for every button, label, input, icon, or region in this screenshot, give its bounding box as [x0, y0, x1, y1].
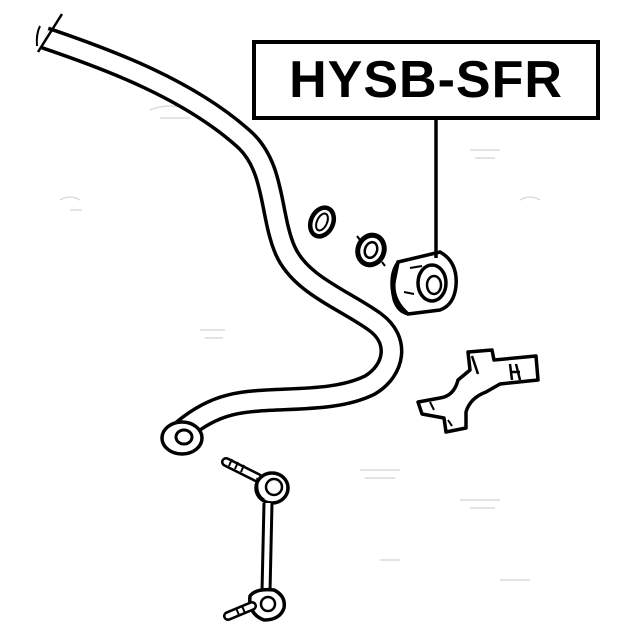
part-number-callout: HYSB-SFR: [252, 40, 600, 120]
stabilizer-bar-icon: [35, 13, 404, 456]
stabilizer-link-icon: [221, 457, 290, 622]
bushing-icon: [390, 250, 458, 316]
bracket-icon: [416, 348, 540, 434]
ring-icon: [307, 205, 337, 239]
faint-background-marks: [59, 56, 541, 581]
part-number-label: HYSB-SFR: [289, 51, 563, 109]
collar-icon: [355, 232, 387, 268]
